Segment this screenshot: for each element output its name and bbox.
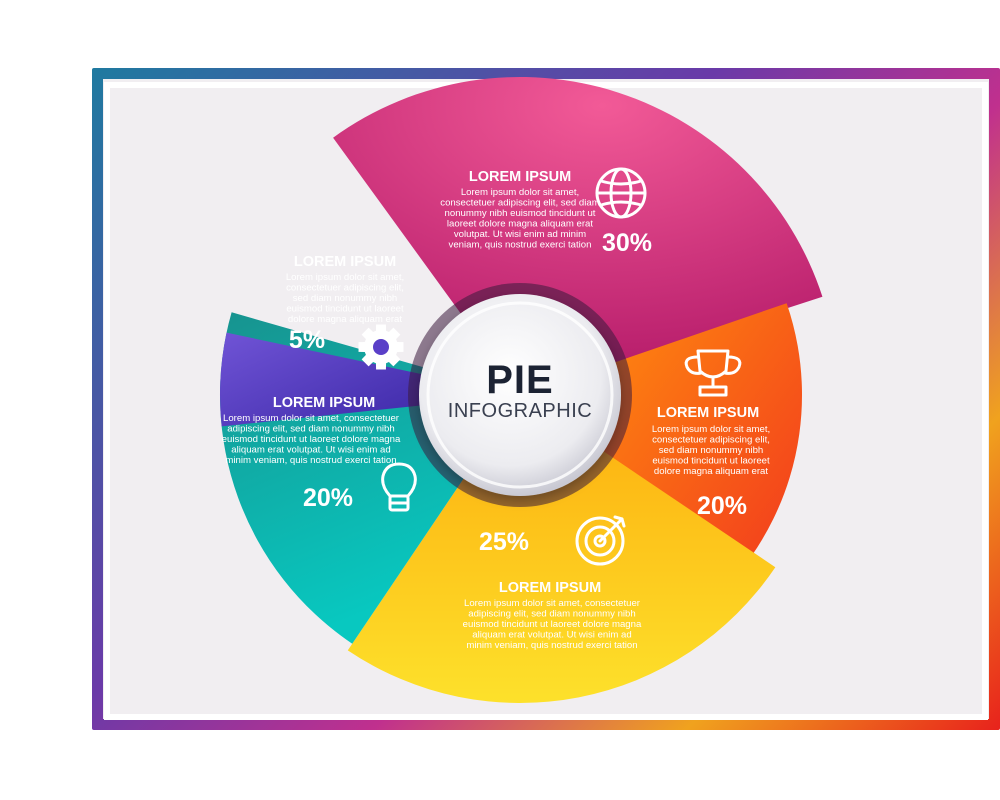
center-title: PIE [486,358,553,402]
trophy-icon [684,349,742,397]
center-disc-rim [426,301,614,489]
slice-description: Lorem ipsum dolor sit amet, consectetuer… [463,598,642,651]
slice-title: LOREM IPSUM [294,254,396,270]
slice-percent-label: 5% [289,326,325,354]
lightbulb-icon [381,462,417,512]
slice-percent-label: 20% [697,492,747,520]
pie-slice [333,77,823,365]
target-icon [575,515,626,566]
slice-description: Lorem ipsum dolor sit amet,consectetuer … [286,272,404,325]
center-disc [419,294,621,496]
slice-title: LOREM IPSUM [273,395,375,411]
slice-description: Lorem ipsum dolor sit amet,consectetuer … [652,424,770,477]
pie-slice [347,450,776,703]
pie-slice [220,332,423,427]
slice-percent-label: 30% [602,229,652,257]
slice-title: LOREM IPSUM [657,405,759,421]
slice-title: LOREM IPSUM [499,580,601,596]
slice-description: Lorem ipsum dolor sit amet,consectetuer … [440,187,599,251]
slice-percent-label: 25% [479,528,529,556]
slice-percent-label: 20% [303,484,353,512]
center-subtitle: INFOGRAPHIC [448,400,592,422]
slice-description: Lorem ipsum dolor sit amet, consectetuer… [222,413,401,466]
gear-icon [358,324,404,370]
slice-title: LOREM IPSUM [469,169,571,185]
globe-icon [595,167,647,219]
